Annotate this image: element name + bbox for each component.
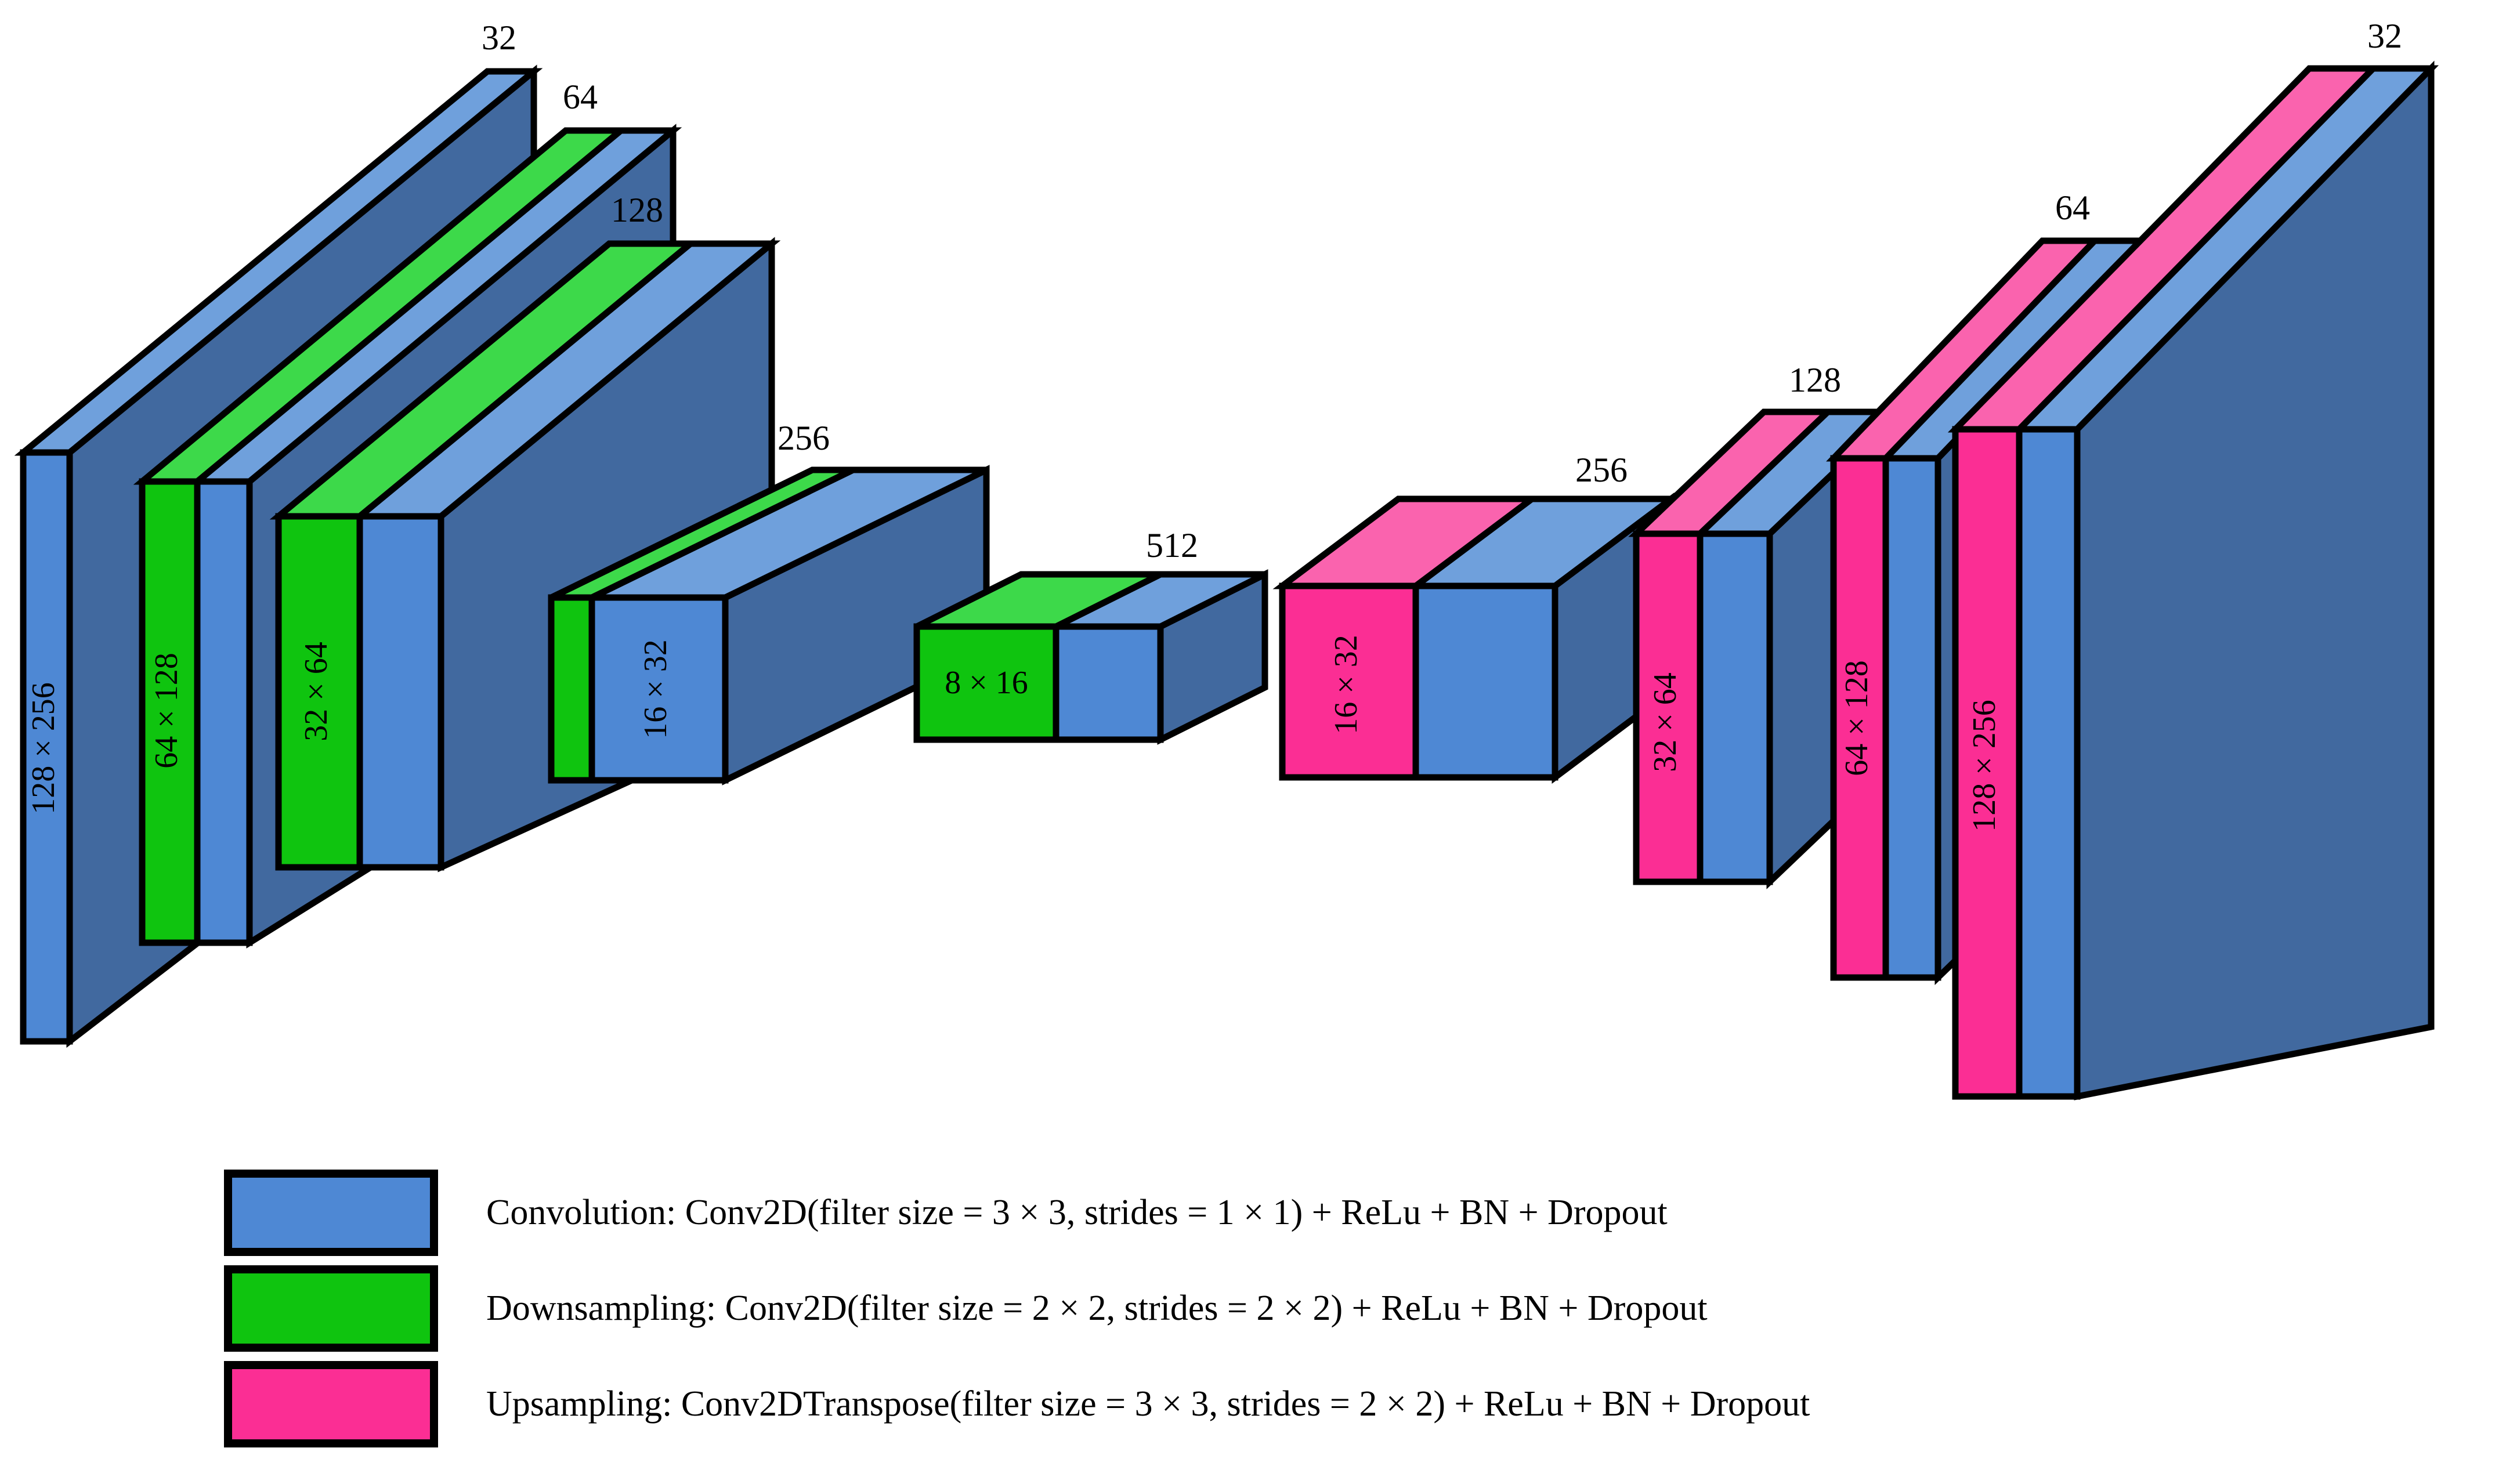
conv-front-face xyxy=(356,513,444,871)
legend-label-downsampling: Downsampling: Conv2D(filter size = 2 × 2… xyxy=(486,1288,1708,1328)
conv-front-face xyxy=(1697,530,1773,885)
resolution-label-64x128-decoder: 64 × 128 xyxy=(1839,660,1875,776)
decoder-block-256: 16 × 32 256 xyxy=(1272,451,1681,784)
legend-swatch-downsampling xyxy=(224,1265,438,1352)
legend-row-upsampling[interactable]: Upsampling: Conv2DTranspose(filter size … xyxy=(224,1361,1810,1447)
legend-label-convolution: Convolution: Conv2D(filter size = 3 × 3,… xyxy=(486,1193,1668,1232)
down-front-face xyxy=(913,623,1059,743)
channel-label-128-encoder: 128 xyxy=(611,191,663,229)
conv-front-face xyxy=(1882,455,1941,981)
encoder-block-256: 16 × 32 256 xyxy=(548,419,990,786)
conv-front-face xyxy=(588,594,729,784)
resolution-label-128x256-input: 128 × 256 xyxy=(26,682,62,815)
legend-row-downsampling[interactable]: Downsampling: Conv2D(filter size = 2 × 2… xyxy=(224,1265,1708,1352)
conv-front-face xyxy=(194,478,253,946)
conv-front-face xyxy=(20,449,73,1045)
channel-label-32-decoder: 32 xyxy=(2367,17,2402,55)
down-front-face xyxy=(139,478,201,946)
down-front-face xyxy=(548,594,595,784)
resolution-label-8x16-bottleneck: 8 × 16 xyxy=(945,665,1028,701)
resolution-label-16x32-encoder: 16 × 32 xyxy=(638,639,674,739)
channel-label-64-decoder: 64 xyxy=(2055,189,2090,227)
down-front-face xyxy=(275,513,363,871)
legend-swatch-convolution xyxy=(224,1170,438,1256)
resolution-label-16x32-decoder: 16 × 32 xyxy=(1328,635,1364,734)
decoder-block-32-output: 128 × 256 32 xyxy=(1947,17,2439,1101)
legend: Convolution: Conv2D(filter size = 3 × 3,… xyxy=(224,1170,1810,1447)
channel-label-128-decoder: 128 xyxy=(1789,361,1841,399)
channel-label-512-bottleneck: 512 xyxy=(1146,526,1198,564)
legend-row-convolution[interactable]: Convolution: Conv2D(filter size = 3 × 3,… xyxy=(224,1170,1668,1256)
channel-label-256-decoder: 256 xyxy=(1575,451,1628,489)
conv-front-face xyxy=(1412,582,1558,781)
resolution-label-128x256-output: 128 × 256 xyxy=(1966,700,2002,832)
channel-label-64-encoder: 64 xyxy=(563,78,598,116)
resolution-label-32x64-encoder: 32 × 64 xyxy=(298,642,334,741)
resolution-label-32x64-decoder: 32 × 64 xyxy=(1647,672,1683,772)
up-front-face xyxy=(1830,455,1889,981)
legend-label-upsampling: Upsampling: Conv2DTranspose(filter size … xyxy=(486,1384,1810,1424)
channel-label-32-encoder: 32 xyxy=(482,19,516,57)
channel-label-256-encoder: 256 xyxy=(778,419,830,457)
up-front-face xyxy=(1279,582,1419,781)
up-front-face xyxy=(1952,426,2023,1100)
conv-front-face xyxy=(2016,426,2081,1100)
bottleneck-block-512: 8 × 16 512 xyxy=(913,526,1268,745)
up-front-face xyxy=(1633,530,1704,885)
legend-swatch-upsampling xyxy=(224,1361,438,1447)
resolution-label-64x128-encoder: 64 × 128 xyxy=(149,653,185,769)
conv-front-face xyxy=(1053,623,1164,743)
